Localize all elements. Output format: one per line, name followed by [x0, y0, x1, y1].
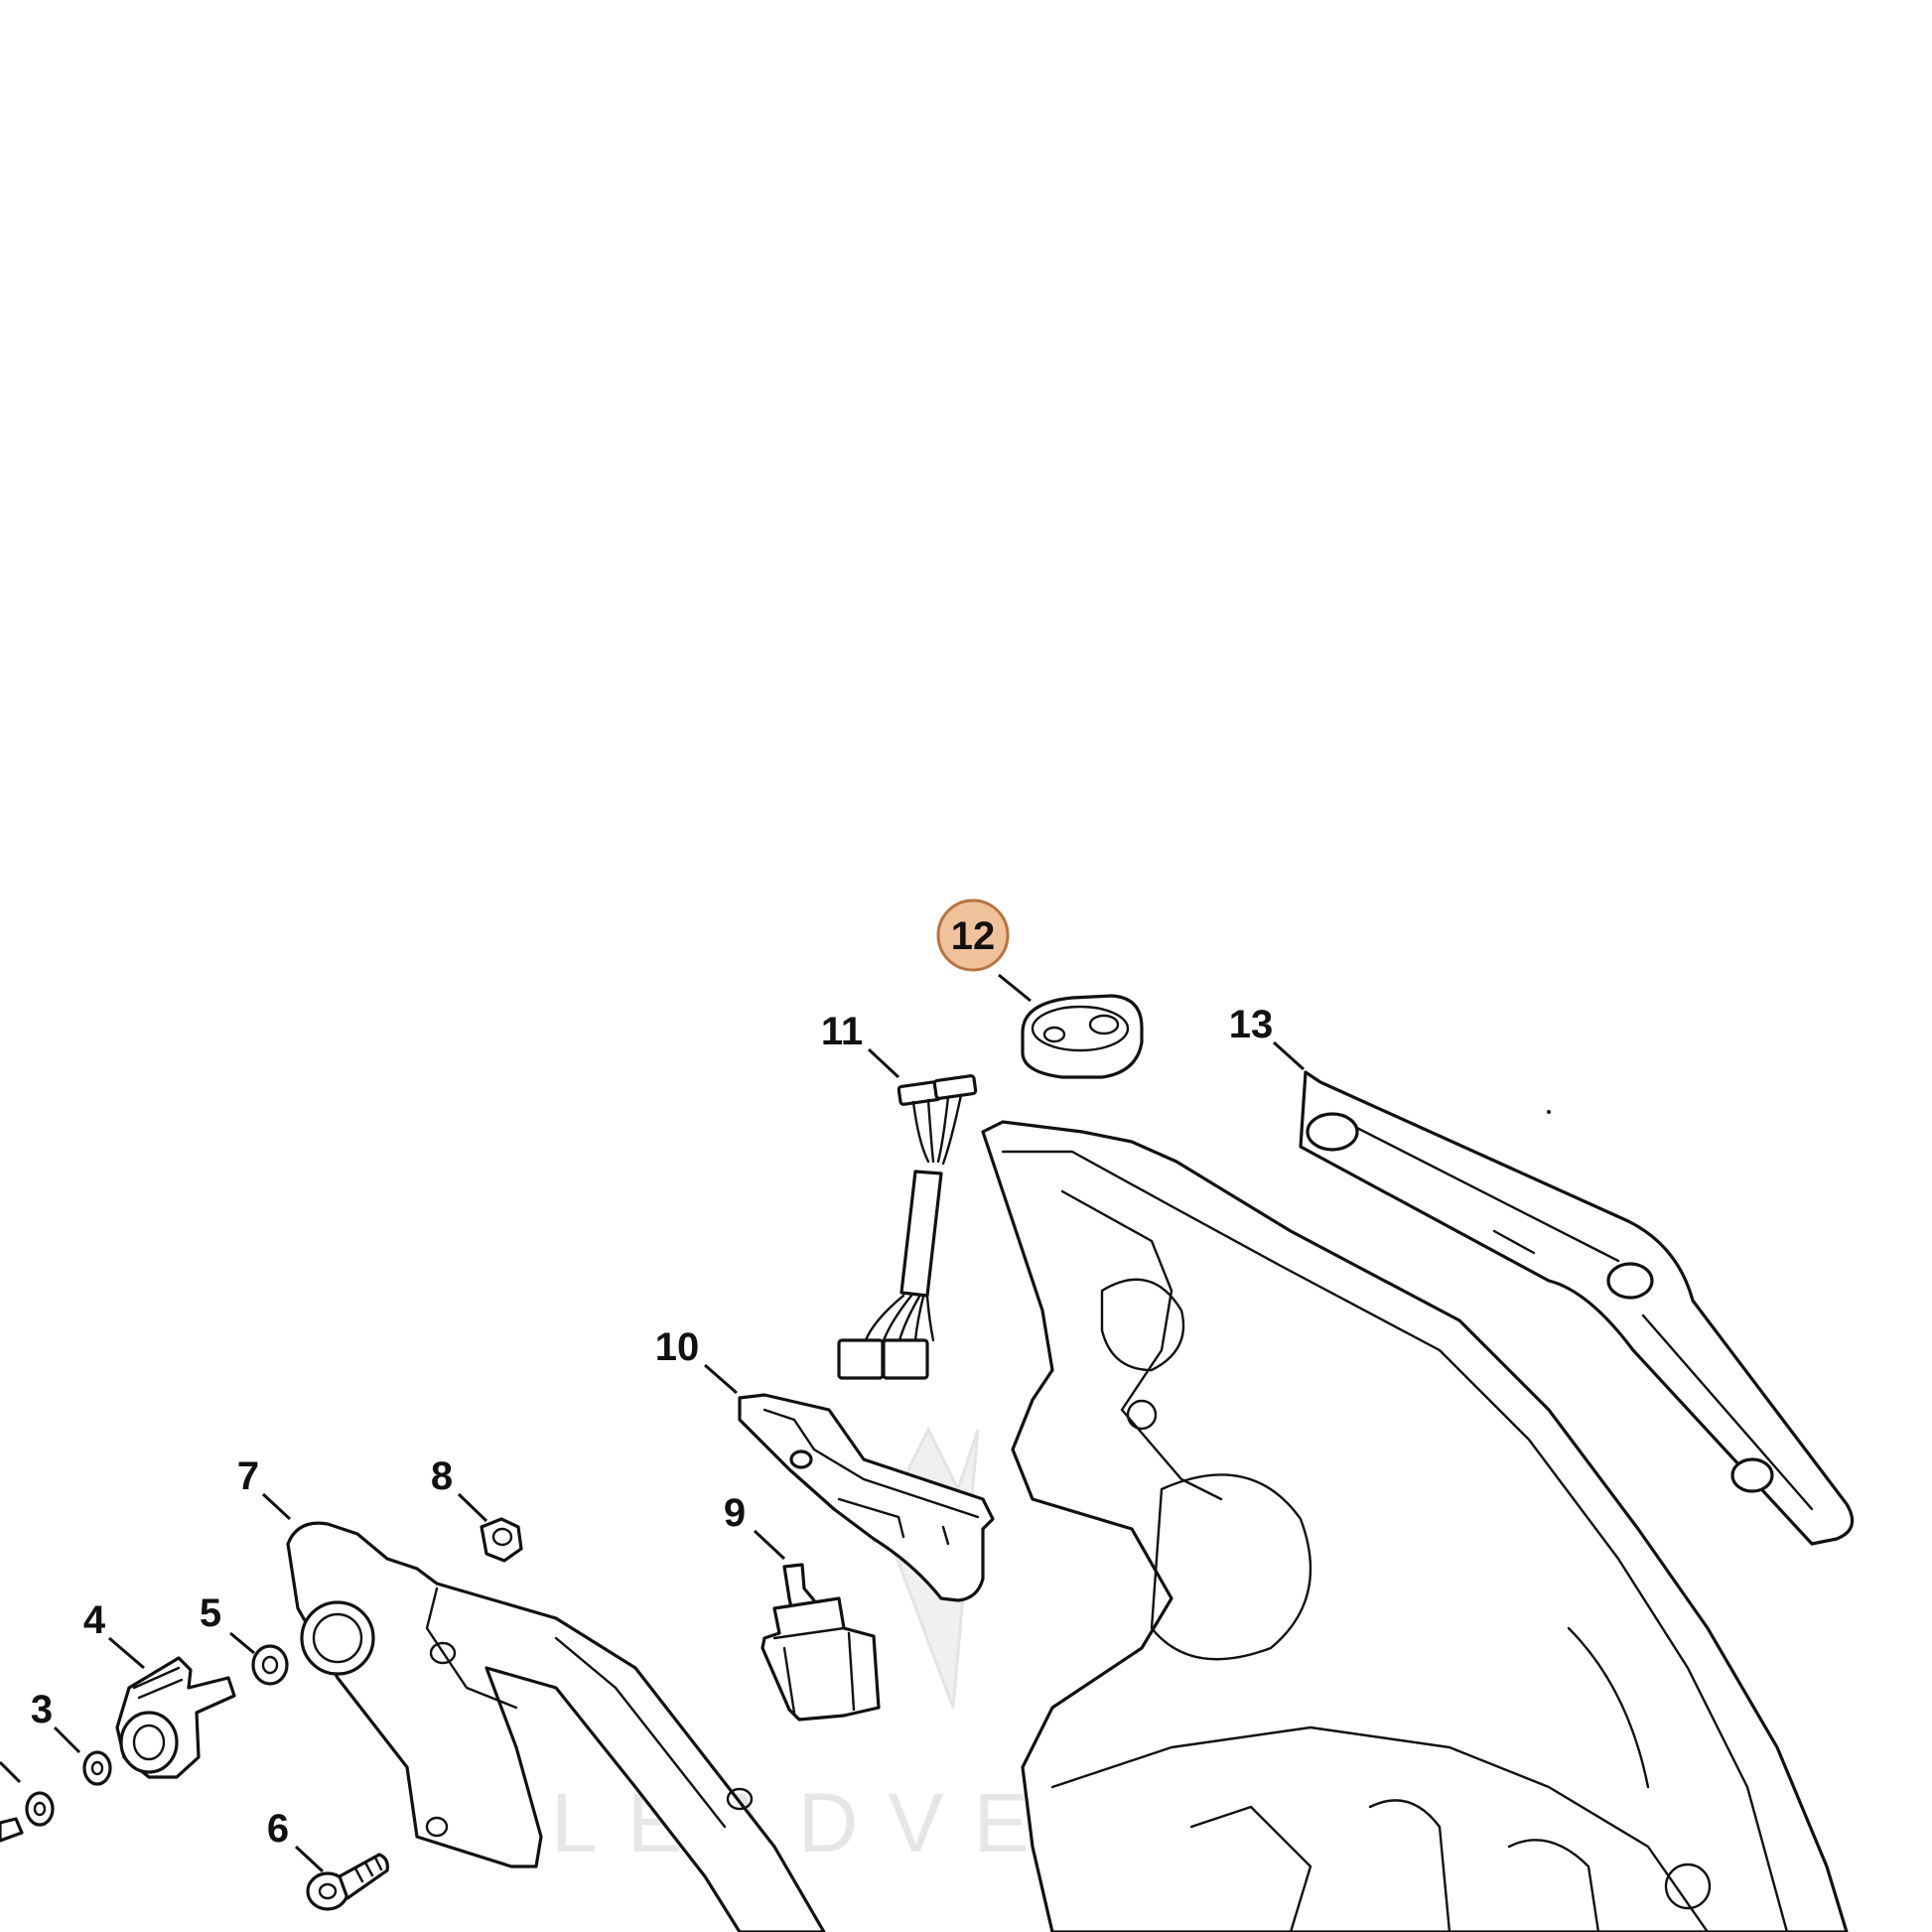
partial-parts-left-edge: [0, 1791, 55, 1843]
part-13-cover[interactable]: [1299, 1070, 1855, 1546]
callout-4[interactable]: 4: [83, 1598, 106, 1642]
leader-partial: [0, 1760, 22, 1784]
leader-8: [457, 1492, 488, 1523]
part-12-grommet[interactable]: [1021, 994, 1144, 1079]
callout-6[interactable]: 6: [267, 1807, 289, 1851]
callout-12-badge[interactable]: [936, 898, 1010, 972]
part-10-bracket[interactable]: [738, 1393, 995, 1602]
part-6-screw[interactable]: [306, 1853, 389, 1911]
callout-7[interactable]: 7: [237, 1454, 259, 1498]
leader-11: [867, 1047, 900, 1079]
leader-5: [229, 1631, 255, 1655]
part-11-wiring-harness[interactable]: [837, 1074, 978, 1380]
callout-13[interactable]: 13: [1229, 1003, 1274, 1046]
leader-13: [1272, 1040, 1306, 1071]
part-4-lever[interactable]: [115, 1656, 236, 1779]
callout-5[interactable]: 5: [200, 1591, 221, 1635]
part-5-washer[interactable]: [251, 1644, 289, 1686]
callout-9[interactable]: 9: [724, 1491, 746, 1535]
leader-6: [294, 1845, 325, 1873]
callouts: 3 4 5 6 7 8 9 10 11 12 13: [31, 898, 1274, 1851]
callout-10[interactable]: 10: [655, 1325, 700, 1369]
part-7-handle[interactable]: [286, 1521, 826, 1932]
callout-11[interactable]: 11: [821, 1010, 863, 1053]
main-housing[interactable]: [981, 1120, 1849, 1932]
callout-12-highlight[interactable]: 12: [936, 898, 1010, 972]
leader-10: [704, 1363, 738, 1395]
part-9-switch[interactable]: [760, 1563, 881, 1722]
callout-8[interactable]: 8: [431, 1454, 453, 1498]
leader-4: [108, 1636, 145, 1670]
leader-3: [53, 1725, 81, 1754]
leader-7: [261, 1492, 292, 1521]
leader-12: [998, 973, 1032, 1003]
callout-3[interactable]: 3: [31, 1688, 53, 1731]
speck: [1547, 1110, 1551, 1114]
part-8-nut[interactable]: [480, 1517, 523, 1563]
part-3-washer[interactable]: [82, 1750, 112, 1786]
callout-12[interactable]: 12: [951, 914, 996, 958]
leader-9: [753, 1529, 786, 1561]
leader-lines: [0, 973, 1306, 1873]
